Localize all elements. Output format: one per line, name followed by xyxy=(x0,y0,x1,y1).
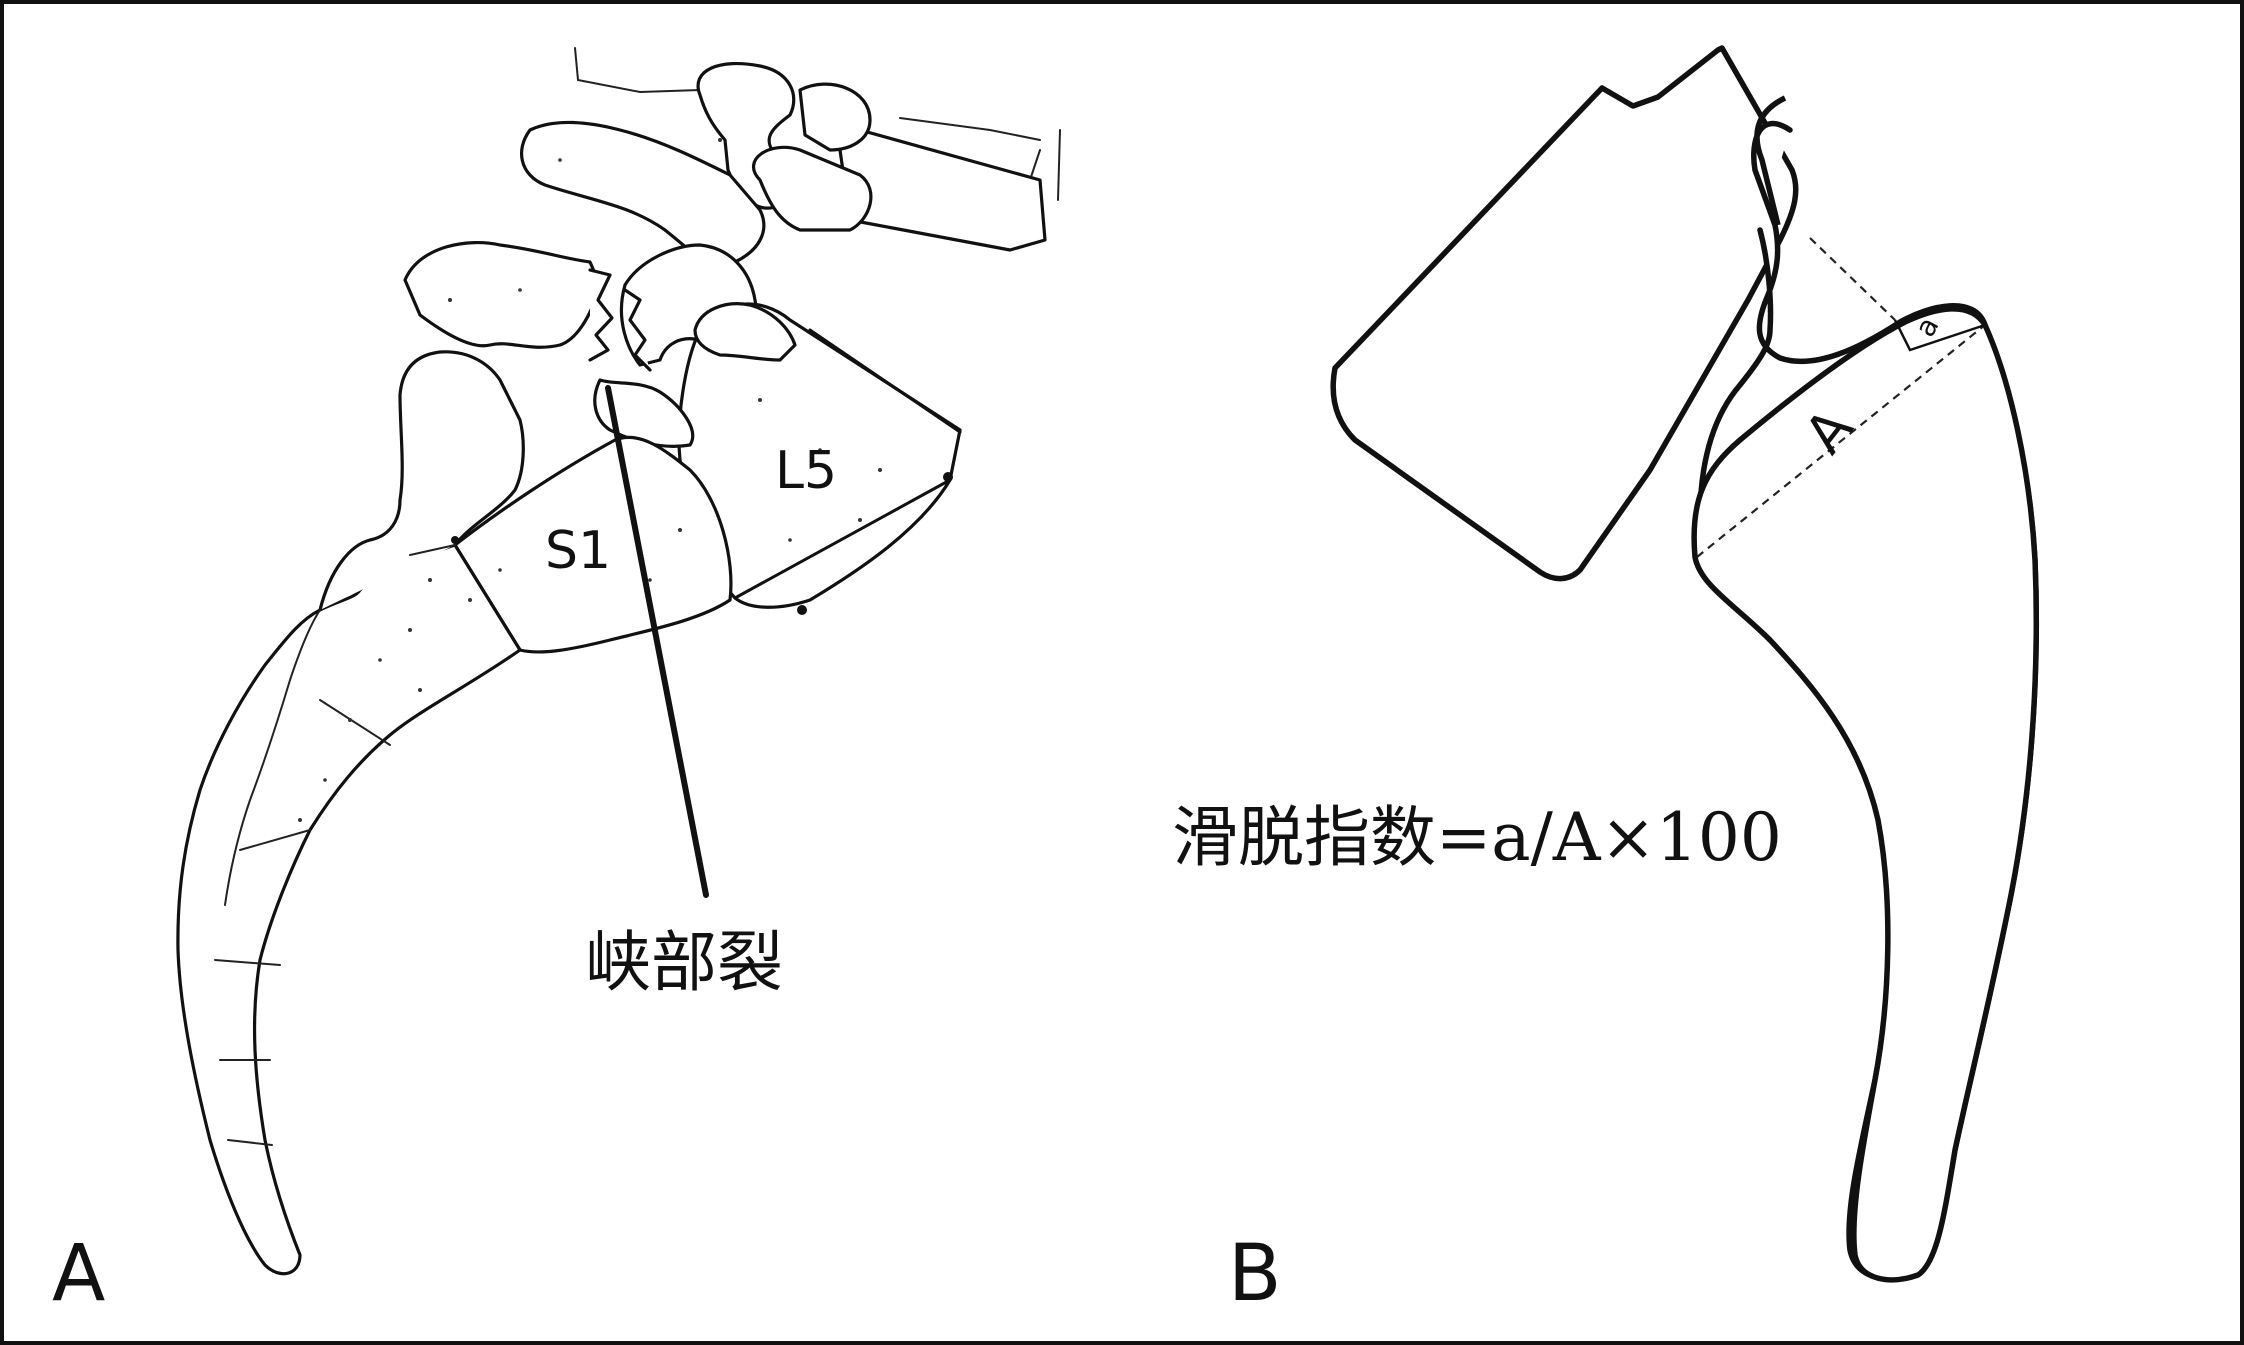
l5-anterior-inferior-dot xyxy=(943,472,953,482)
bone-texture xyxy=(298,138,882,822)
sacral-crest xyxy=(318,350,525,612)
panel-letter-b: B xyxy=(1228,1229,1282,1319)
s1-body xyxy=(453,435,733,654)
pars-defect-leader xyxy=(605,385,709,898)
sacrum-outline-b xyxy=(1691,306,2040,1283)
panel-b: a A 滑脱指数=a/A×100 B xyxy=(1172,45,2040,1319)
label-l5: L5 xyxy=(775,441,837,501)
l5-endplate-upper xyxy=(808,328,962,434)
measure-A-dashed xyxy=(1696,324,1986,558)
sacral-segment-line-7 xyxy=(227,1139,273,1146)
l4-inferior-facet xyxy=(752,145,873,232)
l5-pedicle xyxy=(693,302,797,362)
pars-gap-right xyxy=(623,288,652,372)
sacral-segment-line-2 xyxy=(409,544,456,556)
measure-a-bracket xyxy=(1893,319,1986,352)
measure-a-dashed xyxy=(1809,237,1896,321)
sacral-segment-line-3 xyxy=(319,699,391,746)
upper-vertebra-outline xyxy=(574,47,1061,211)
sacral-crest-edge xyxy=(224,609,321,906)
s1-anterior-dot xyxy=(451,536,459,544)
label-pars-defect: 峡部裂 xyxy=(585,924,783,1001)
l5-spinous-to-pars xyxy=(593,378,695,448)
slip-index-formula: 滑脱指数=a/A×100 xyxy=(1172,799,1782,876)
label-s1: S1 xyxy=(545,521,611,581)
upper-body-2 xyxy=(798,82,872,152)
sacral-segment-line-5 xyxy=(214,959,281,966)
l4-outline-b xyxy=(1754,95,1787,226)
l5-posterior-inferior-dot xyxy=(797,605,807,615)
s1-superior-articular-process xyxy=(403,241,602,349)
l5-endplate-lower xyxy=(733,478,952,600)
panel-a: L5 S1 峡部裂 A xyxy=(52,47,1061,1319)
l5-body-schematic xyxy=(1330,45,1799,582)
sacral-segment-line-1 xyxy=(453,543,522,652)
pars-gap-left xyxy=(588,268,614,362)
sacral-segment-line-4 xyxy=(239,829,311,851)
panel-letter-a: A xyxy=(52,1229,105,1319)
